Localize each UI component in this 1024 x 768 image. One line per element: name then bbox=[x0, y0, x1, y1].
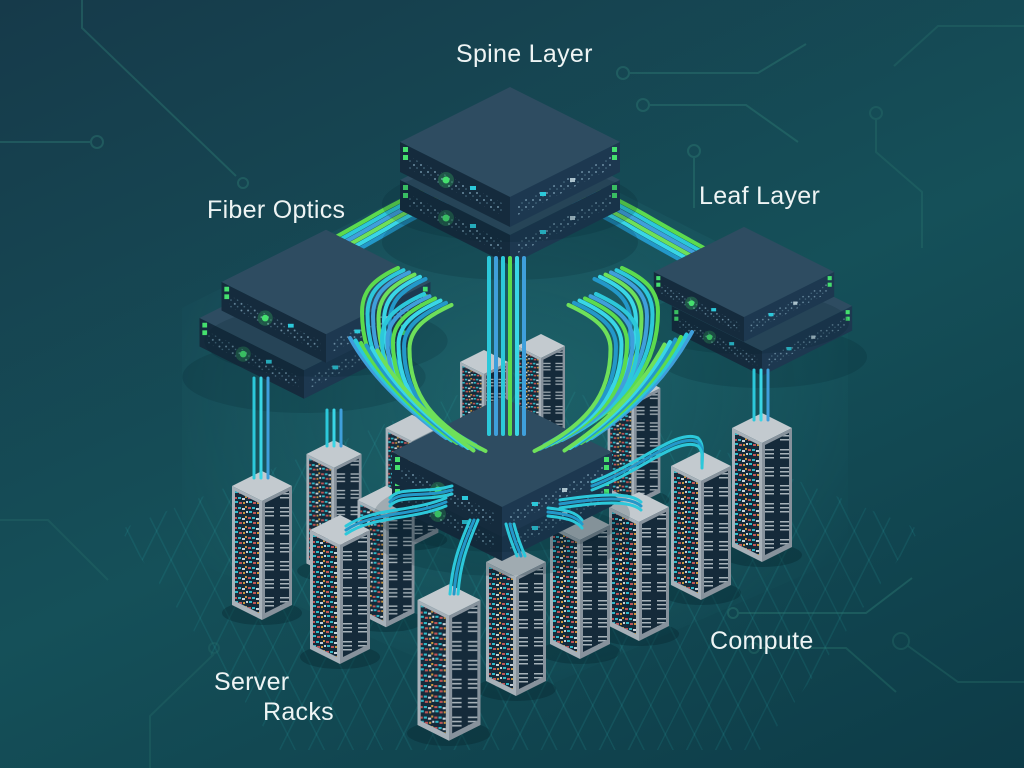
fiber-optics-label: Fiber Optics bbox=[207, 196, 346, 224]
fiber-bundle-spine-to-core-vertical bbox=[487, 256, 526, 436]
cable-core-to-rack bbox=[448, 518, 480, 596]
server-rack bbox=[722, 413, 802, 567]
server-racks-label-line2: Racks bbox=[263, 698, 334, 726]
cable-leaf-to-rack-drop bbox=[252, 376, 270, 480]
cable-core-to-rack bbox=[388, 484, 454, 508]
cable-leaf-to-rack-drop bbox=[325, 408, 343, 448]
leaf-layer-label: Leaf Layer bbox=[699, 182, 821, 210]
server-rack bbox=[661, 451, 741, 605]
cable-core-to-rack bbox=[344, 496, 448, 536]
server-rack bbox=[300, 515, 380, 669]
server-racks-label-line1: Server bbox=[214, 668, 290, 696]
spine-switch-stack bbox=[382, 87, 638, 280]
cable-core-to-rack bbox=[558, 493, 643, 512]
cable-core-to-rack bbox=[504, 522, 527, 558]
cable-core-to-rack bbox=[546, 506, 584, 530]
cable-leaf-to-rack-drop bbox=[752, 368, 770, 422]
server-rack bbox=[407, 584, 491, 746]
server-racks-label: Server Racks bbox=[214, 668, 334, 727]
server-rack bbox=[222, 471, 302, 625]
fiber-bundle-right-lower bbox=[532, 292, 640, 453]
fiber-bundle-left-leaf-to-core bbox=[348, 336, 476, 453]
compute-label: Compute bbox=[710, 627, 814, 655]
spine-layer-label: Spine Layer bbox=[456, 40, 593, 68]
cable-core-to-rack bbox=[590, 434, 704, 492]
fiber-bundle-right-leaf-to-core bbox=[562, 330, 694, 453]
